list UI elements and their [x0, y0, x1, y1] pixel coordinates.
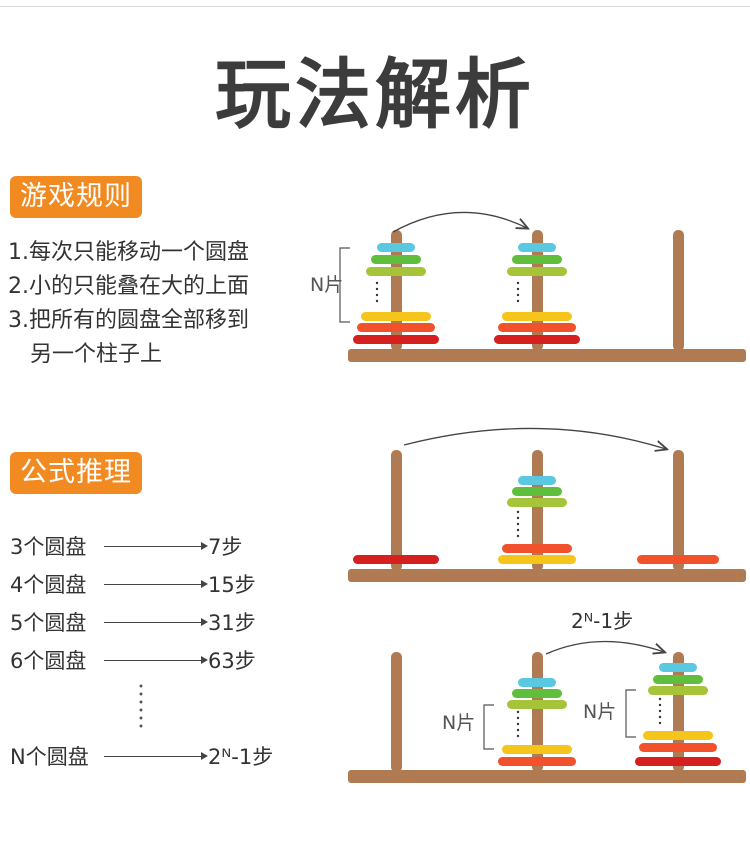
- disk: [518, 476, 556, 485]
- step-label: 2ᴺ-1步: [571, 609, 633, 633]
- disk: [512, 689, 562, 698]
- disk: [502, 544, 572, 553]
- rule-item: 1.每次只能移动一个圆盘: [8, 240, 249, 265]
- disk: [507, 498, 567, 507]
- wooden-peg: [391, 450, 402, 571]
- bracket-icon: [483, 704, 494, 750]
- disk: [361, 312, 431, 321]
- ellipsis-dot: [516, 522, 520, 526]
- ellipsis-dot: [375, 299, 379, 303]
- formula-badge: 公式推理: [10, 452, 142, 494]
- ellipsis-dots: [138, 682, 144, 732]
- formula-disks: 4个圆盘: [10, 573, 87, 597]
- arrow-icon: [104, 656, 208, 664]
- disk: [353, 335, 439, 344]
- disk: [659, 663, 697, 672]
- rule-item: 3.把所有的圆盘全部移到: [8, 308, 249, 333]
- move-arrow-icon: [545, 640, 664, 655]
- disk: [498, 757, 576, 766]
- disk: [357, 323, 435, 332]
- rules-badge: 游戏规则: [10, 176, 142, 218]
- hanoi-scene-final: [348, 652, 746, 783]
- disk: [512, 487, 562, 496]
- ellipsis-dot: [375, 293, 379, 297]
- ellipsis-dot: [658, 715, 662, 719]
- formula-disks: 5个圆盘: [10, 611, 87, 635]
- ellipsis-dot: [516, 510, 520, 514]
- rule-item: 2.小的只能叠在大的上面: [8, 274, 249, 299]
- ellipsis-dot: [516, 722, 520, 726]
- formula-steps: 7步: [208, 535, 243, 559]
- wooden-peg: [391, 652, 402, 772]
- wooden-peg: [673, 450, 684, 571]
- bracket-icon: [625, 689, 636, 738]
- disk: [653, 675, 703, 684]
- disk: [371, 255, 421, 264]
- ellipsis-dot: [516, 528, 520, 532]
- ellipsis-dot: [516, 293, 520, 297]
- ellipsis-dot: [516, 281, 520, 285]
- ellipsis-dot: [516, 716, 520, 720]
- move-arrow-icon: [392, 211, 527, 233]
- page-title: 玩法解析: [215, 50, 535, 139]
- formula-steps: 2ᴺ-1步: [208, 745, 274, 769]
- n-label: N片: [310, 274, 343, 296]
- formula-disks: 3个圆盘: [10, 535, 87, 559]
- ellipsis-dot: [658, 697, 662, 701]
- ellipsis-dot: [516, 516, 520, 520]
- disk: [518, 678, 556, 687]
- disk: [637, 555, 719, 564]
- top-border: [0, 0, 750, 7]
- wooden-base: [348, 569, 746, 582]
- arrow-icon: [104, 752, 208, 760]
- disk: [498, 555, 576, 564]
- n-label: N片: [583, 701, 616, 723]
- disk: [377, 243, 415, 252]
- disk: [498, 323, 576, 332]
- ellipsis-dot: [516, 534, 520, 538]
- disk: [502, 745, 572, 754]
- ellipsis-dot: [375, 281, 379, 285]
- disk: [635, 757, 721, 766]
- ellipsis-dot: [658, 709, 662, 713]
- ellipsis-dot: [516, 728, 520, 732]
- disk: [512, 255, 562, 264]
- ellipsis-dot: [658, 703, 662, 707]
- disk: [507, 267, 567, 276]
- wooden-base: [348, 349, 746, 362]
- hanoi-scene-initial: [348, 230, 746, 362]
- ellipsis-dot: [658, 721, 662, 725]
- disk: [507, 700, 567, 709]
- disk: [643, 731, 713, 740]
- n-label: N片: [442, 712, 475, 734]
- ellipsis-dot: [516, 299, 520, 303]
- formula-steps: 31步: [208, 611, 256, 635]
- ellipsis-dot: [516, 734, 520, 738]
- arrow-icon: [104, 542, 208, 550]
- disk: [366, 267, 426, 276]
- move-arrow-icon: [403, 427, 666, 449]
- arrow-icon: [104, 618, 208, 626]
- disk: [494, 335, 580, 344]
- formula-steps: 15步: [208, 573, 256, 597]
- disk: [518, 243, 556, 252]
- bracket-icon: [339, 247, 350, 323]
- disk: [353, 555, 439, 564]
- rule-item: 另一个柱子上: [30, 342, 163, 367]
- rules-list: 1.每次只能移动一个圆盘 2.小的只能叠在大的上面 3.把所有的圆盘全部移到 另…: [8, 236, 249, 372]
- hanoi-scene-middle: [348, 450, 746, 582]
- ellipsis-dot: [516, 287, 520, 291]
- formula-disks: 6个圆盘: [10, 649, 87, 673]
- formula-disks: N个圆盘: [10, 745, 89, 769]
- wooden-peg: [673, 230, 684, 351]
- disk: [648, 686, 708, 695]
- arrow-icon: [104, 580, 208, 588]
- formula-steps: 63步: [208, 649, 256, 673]
- wooden-base: [348, 770, 746, 783]
- ellipsis-dot: [516, 710, 520, 714]
- disk: [502, 312, 572, 321]
- ellipsis-dot: [375, 287, 379, 291]
- disk: [639, 743, 717, 752]
